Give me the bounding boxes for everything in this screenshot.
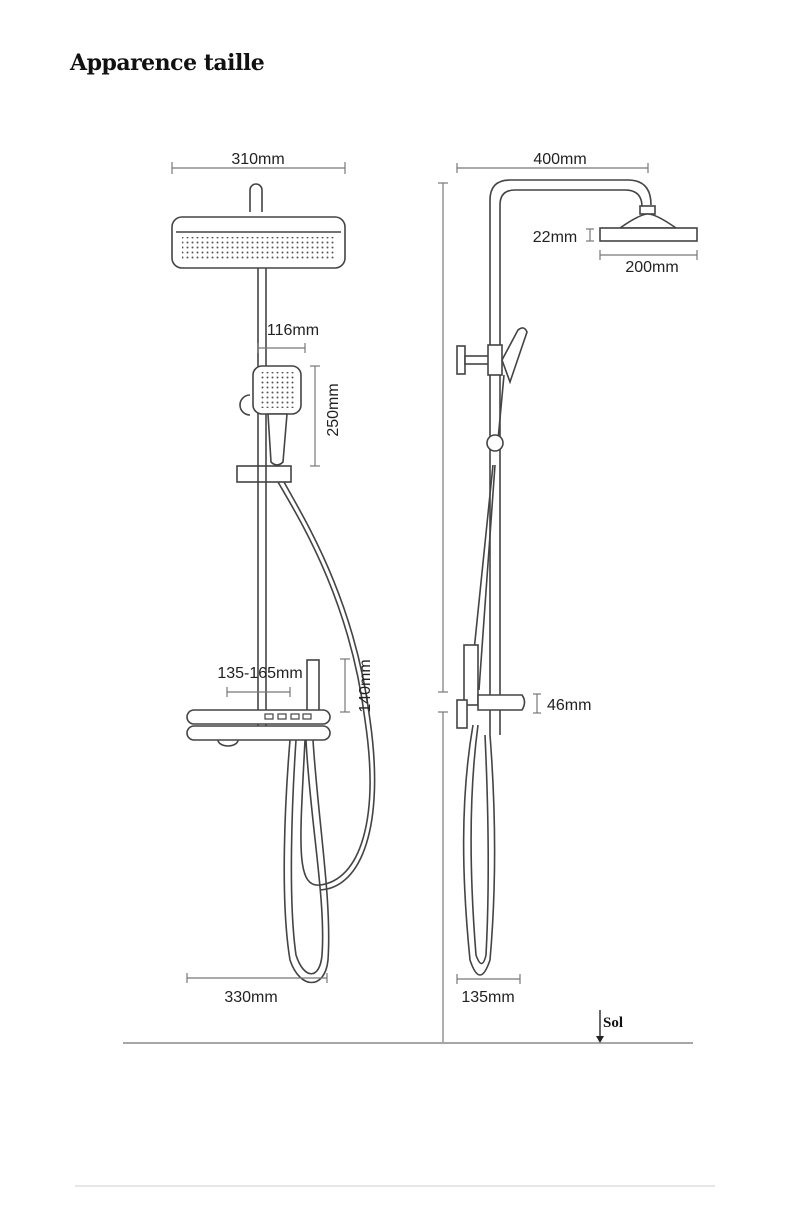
front-view: 310mm 116mm 250mm 135-165mm 140mm 330mm [171, 151, 376, 1006]
shelf-button [277, 713, 287, 720]
wall-bracket-clamp [487, 344, 503, 376]
dim-line-shelf-height [533, 693, 541, 714]
wall-bracket-arm [464, 355, 491, 365]
riser-inner [499, 189, 643, 735]
dim-wall-depth: 135mm [461, 989, 514, 1006]
wall-bracket [456, 345, 466, 375]
rain-head-nozzles [182, 237, 335, 261]
hose-1-inner [283, 481, 376, 891]
dim-line-head-thickness [586, 228, 594, 242]
dim-head-width: 310mm [231, 151, 284, 168]
slider-knob [486, 434, 504, 452]
dim-line-shelf-adjust [226, 687, 291, 697]
dim-line-head-diameter [599, 250, 698, 260]
dim-line-head-width [171, 162, 346, 174]
shelf-button [290, 713, 300, 720]
head-cap [617, 213, 679, 229]
shelf-button [264, 713, 274, 720]
riser-outer [489, 179, 652, 735]
shelf-buttons [264, 713, 312, 720]
dim-arm-length: 400mm [533, 151, 586, 168]
dim-line-wall-depth [456, 974, 521, 984]
hose-2 [283, 739, 330, 984]
dim-shelf-adjust: 135-165mm [217, 665, 302, 682]
side-hand-shower [501, 327, 528, 385]
dim-line-shelf-width [186, 973, 328, 983]
shelf-bottom [186, 725, 331, 741]
side-control [463, 644, 479, 706]
top-stub [249, 183, 263, 212]
hose-2-inner [290, 739, 324, 975]
control-valve [306, 659, 320, 713]
hand-shower-nozzles [259, 372, 295, 408]
side-wall-mount [456, 699, 468, 729]
page-title: Apparence taille [70, 50, 265, 76]
dim-line-arm-length [456, 163, 649, 173]
hose-1 [277, 481, 371, 886]
hand-shower-handle [267, 413, 288, 466]
shelf-top [186, 709, 331, 725]
dim-shelf-height: 46mm [547, 697, 591, 714]
shelf-button [302, 713, 312, 720]
dim-head-thickness: 22mm [533, 229, 577, 246]
dim-hand-offset: 116mm [267, 322, 319, 339]
dim-line-hand-offset [257, 343, 306, 353]
dim-head-diameter: 200mm [625, 259, 678, 276]
side-hose-lower-inner [470, 724, 490, 965]
side-shelf [477, 694, 526, 711]
floor-label: Sol [603, 1015, 623, 1031]
dim-line-total-height [438, 182, 448, 1042]
side-view: 400mm 22mm 200mm 46mm 135mm Sol [438, 151, 698, 1043]
dim-control-height: 140mm [357, 659, 374, 712]
head-connector [639, 205, 656, 215]
side-rain-head [599, 227, 698, 242]
bracket-knob [239, 394, 251, 416]
dim-line-control-height [340, 658, 350, 713]
floor-arrow-icon [596, 1036, 604, 1043]
dim-line-hand-height [310, 365, 320, 467]
dim-hand-height: 250mm [325, 383, 342, 436]
side-hand-shower-handle [497, 374, 505, 441]
shelf-knob [217, 739, 239, 747]
dim-shelf-width: 330mm [224, 989, 277, 1006]
slider [236, 465, 292, 483]
side-hose-lower [462, 724, 496, 976]
